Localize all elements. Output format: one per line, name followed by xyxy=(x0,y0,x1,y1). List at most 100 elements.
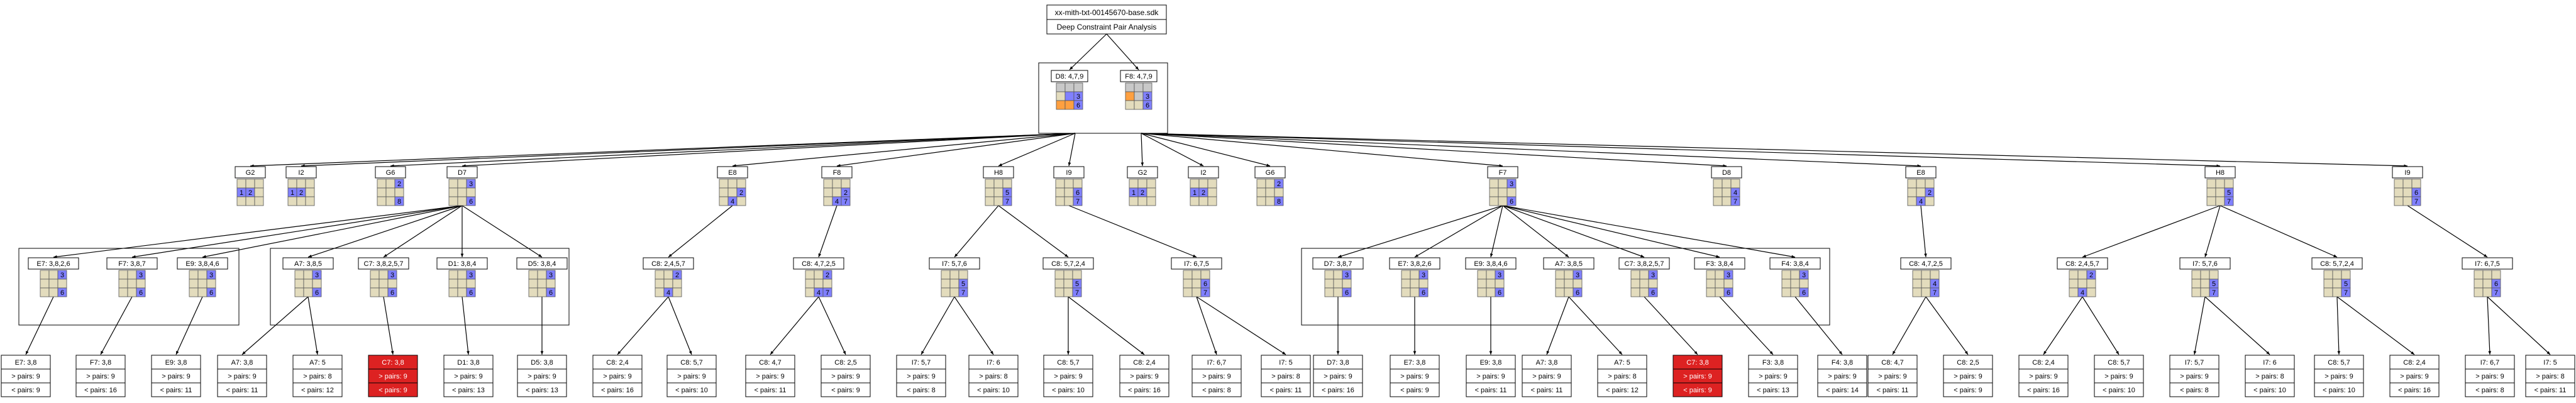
level2-node[interactable]: A7: 3,8,536 xyxy=(282,257,334,297)
leaf-node[interactable]: A7: 3,8> pairs: 9< pairs: 11 xyxy=(1522,355,1572,397)
level2-node[interactable]: F4: 3,8,436 xyxy=(1769,257,1821,297)
board-cell xyxy=(1715,287,1725,297)
leaf-node[interactable]: C8: 5,7> pairs: 9< pairs: 10 xyxy=(666,355,717,397)
board-cell xyxy=(2215,187,2225,197)
level2-node[interactable]: C8: 2,4,5,724 xyxy=(2057,257,2108,297)
board-cell-digit: 7 xyxy=(1203,289,1207,297)
level2-node[interactable]: I7: 5,7,657 xyxy=(2179,257,2231,297)
level2-node[interactable]: E7: 3,8,2,636 xyxy=(28,257,79,297)
leaf-node[interactable]: E9: 3,8> pairs: 9< pairs: 11 xyxy=(1466,355,1516,397)
node-label-box xyxy=(793,257,844,270)
leaf-node[interactable]: C8: 2,4> pairs: 9< pairs: 16 xyxy=(2018,355,2069,397)
level2-node[interactable]: E7: 3,8,2,636 xyxy=(1389,257,1440,297)
leaf-node[interactable]: C8: 5,7> pairs: 9< pairs: 10 xyxy=(1043,355,1093,397)
edge-arrowhead xyxy=(2333,254,2337,257)
board-cell xyxy=(1477,287,1487,297)
leaf-node[interactable]: I7: 5> pairs: 8< pairs: 11 xyxy=(2525,355,2575,397)
leaf-node[interactable]: C7: 3,8> pairs: 9< pairs: 9 xyxy=(1672,355,1723,397)
level2-node[interactable]: F3: 3,8,436 xyxy=(1694,257,1745,297)
edge-arrowhead xyxy=(2546,351,2550,355)
leaf-node[interactable]: I7: 5,7> pairs: 9< pairs: 8 xyxy=(2169,355,2219,397)
leaf-node[interactable]: I7: 6,7> pairs: 9< pairs: 8 xyxy=(1191,355,1242,397)
leaf-node[interactable]: D7: 3,8> pairs: 9< pairs: 16 xyxy=(1313,355,1363,397)
leaf-node[interactable]: F4: 3,8> pairs: 9< pairs: 14 xyxy=(1817,355,1867,397)
board-cell-digit: 6 xyxy=(390,289,394,297)
level2-node[interactable]: C8: 5,7,2,457 xyxy=(1042,257,1094,297)
board-cell-digit: 3 xyxy=(1422,272,1425,279)
leaf-node[interactable]: I7: 5,7> pairs: 9< pairs: 8 xyxy=(896,355,946,397)
level2-node[interactable]: D7: 3,8,736 xyxy=(1312,257,1364,297)
level2-node[interactable]: D1: 3,8,436 xyxy=(436,257,488,297)
level2-node[interactable]: C7: 3,8,2,5,736 xyxy=(1618,257,1670,297)
leaf-node[interactable]: C8: 5,7> pairs: 9< pairs: 10 xyxy=(2094,355,2144,397)
root-node[interactable]: F8: 4,7,936 xyxy=(1120,70,1158,110)
leaf-node[interactable]: I7: 6> pairs: 8< pairs: 10 xyxy=(2245,355,2295,397)
leaf-node[interactable]: C8: 2,5> pairs: 9< pairs: 9 xyxy=(1943,355,1993,397)
level2-node[interactable]: I7: 6,7,567 xyxy=(2462,257,2513,297)
leaf-less-pairs: < pairs: 16 xyxy=(2027,387,2060,394)
board-cell xyxy=(40,270,50,280)
leaf-node[interactable]: F3: 3,8> pairs: 9< pairs: 13 xyxy=(1748,355,1798,397)
leaf-node[interactable]: E7: 3,8> pairs: 9< pairs: 9 xyxy=(1,355,51,397)
level2-node[interactable]: F7: 3,8,736 xyxy=(106,257,158,297)
level2-node[interactable]: C7: 3,8,2,5,736 xyxy=(358,257,409,297)
leaf-node[interactable]: I7: 6,7> pairs: 9< pairs: 8 xyxy=(2465,355,2515,397)
level2-node[interactable]: C8: 5,7,2,457 xyxy=(2311,257,2363,297)
level2-node[interactable]: C8: 4,7,2,547 xyxy=(1900,257,1952,297)
leaf-node[interactable]: I7: 6> pairs: 8< pairs: 10 xyxy=(968,355,1019,397)
leaf-node[interactable]: C8: 5,7> pairs: 9< pairs: 10 xyxy=(2314,355,2364,397)
level2-node[interactable]: D5: 3,8,436 xyxy=(516,257,568,297)
leaf-label: C8: 2,5 xyxy=(1957,359,1979,367)
board-cell xyxy=(387,287,397,297)
leaf-node[interactable]: A7: 5> pairs: 8< pairs: 12 xyxy=(292,355,343,397)
leaf-label: A7: 5 xyxy=(1614,359,1630,367)
node-label: E7: 3,8,2,6 xyxy=(1398,260,1431,268)
level2-node[interactable]: I7: 6,7,567 xyxy=(1171,257,1222,297)
level2-node[interactable]: E9: 3,8,4,636 xyxy=(177,257,228,297)
leaf-node[interactable]: E7: 3,8> pairs: 9< pairs: 9 xyxy=(1390,355,1440,397)
leaf-node[interactable]: C8: 4,7> pairs: 9< pairs: 11 xyxy=(745,355,795,397)
root-node[interactable]: D8: 4,7,936 xyxy=(1051,70,1088,110)
leaf-node[interactable]: F7: 3,8> pairs: 9< pairs: 16 xyxy=(75,355,126,397)
leaf-node[interactable]: A7: 3,8> pairs: 9< pairs: 11 xyxy=(217,355,267,397)
leaf-node[interactable]: I7: 5> pairs: 8< pairs: 11 xyxy=(1261,355,1311,397)
board-cell xyxy=(118,287,128,297)
leaf-node[interactable]: C8: 2,5> pairs: 9< pairs: 9 xyxy=(821,355,871,397)
level2-node[interactable]: I7: 5,7,657 xyxy=(929,257,980,297)
level2-node[interactable]: E9: 3,8,4,636 xyxy=(1465,257,1517,297)
leaf-node[interactable]: E9: 3,8> pairs: 9< pairs: 11 xyxy=(151,355,201,397)
board-cell xyxy=(2206,187,2216,197)
leaf-node[interactable]: C8: 2,4> pairs: 9< pairs: 16 xyxy=(592,355,643,397)
level2-node[interactable]: C8: 2,4,5,724 xyxy=(643,257,694,297)
leaf-node[interactable]: C8: 4,7> pairs: 9< pairs: 11 xyxy=(1867,355,1918,397)
node-label-box xyxy=(1487,166,1518,179)
board-cell-digit: 3 xyxy=(1498,272,1501,279)
leaf-node[interactable]: D1: 3,8> pairs: 9< pairs: 13 xyxy=(443,355,494,397)
edge-arrowhead xyxy=(308,255,312,258)
board-cell xyxy=(1916,187,1926,197)
leaf-node[interactable]: A7: 5> pairs: 8< pairs: 12 xyxy=(1597,355,1647,397)
board-cell xyxy=(2332,279,2342,289)
leaf-node[interactable]: D5: 3,8> pairs: 9< pairs: 13 xyxy=(517,355,567,397)
leaf-node[interactable]: C7: 3,8> pairs: 9< pairs: 9 xyxy=(368,355,418,397)
level2-node[interactable]: A7: 3,8,536 xyxy=(1543,257,1595,297)
leaf-node[interactable]: C8: 2,4> pairs: 9< pairs: 16 xyxy=(2389,355,2440,397)
leaf-node[interactable]: C8: 2,4> pairs: 9< pairs: 16 xyxy=(1119,355,1169,397)
